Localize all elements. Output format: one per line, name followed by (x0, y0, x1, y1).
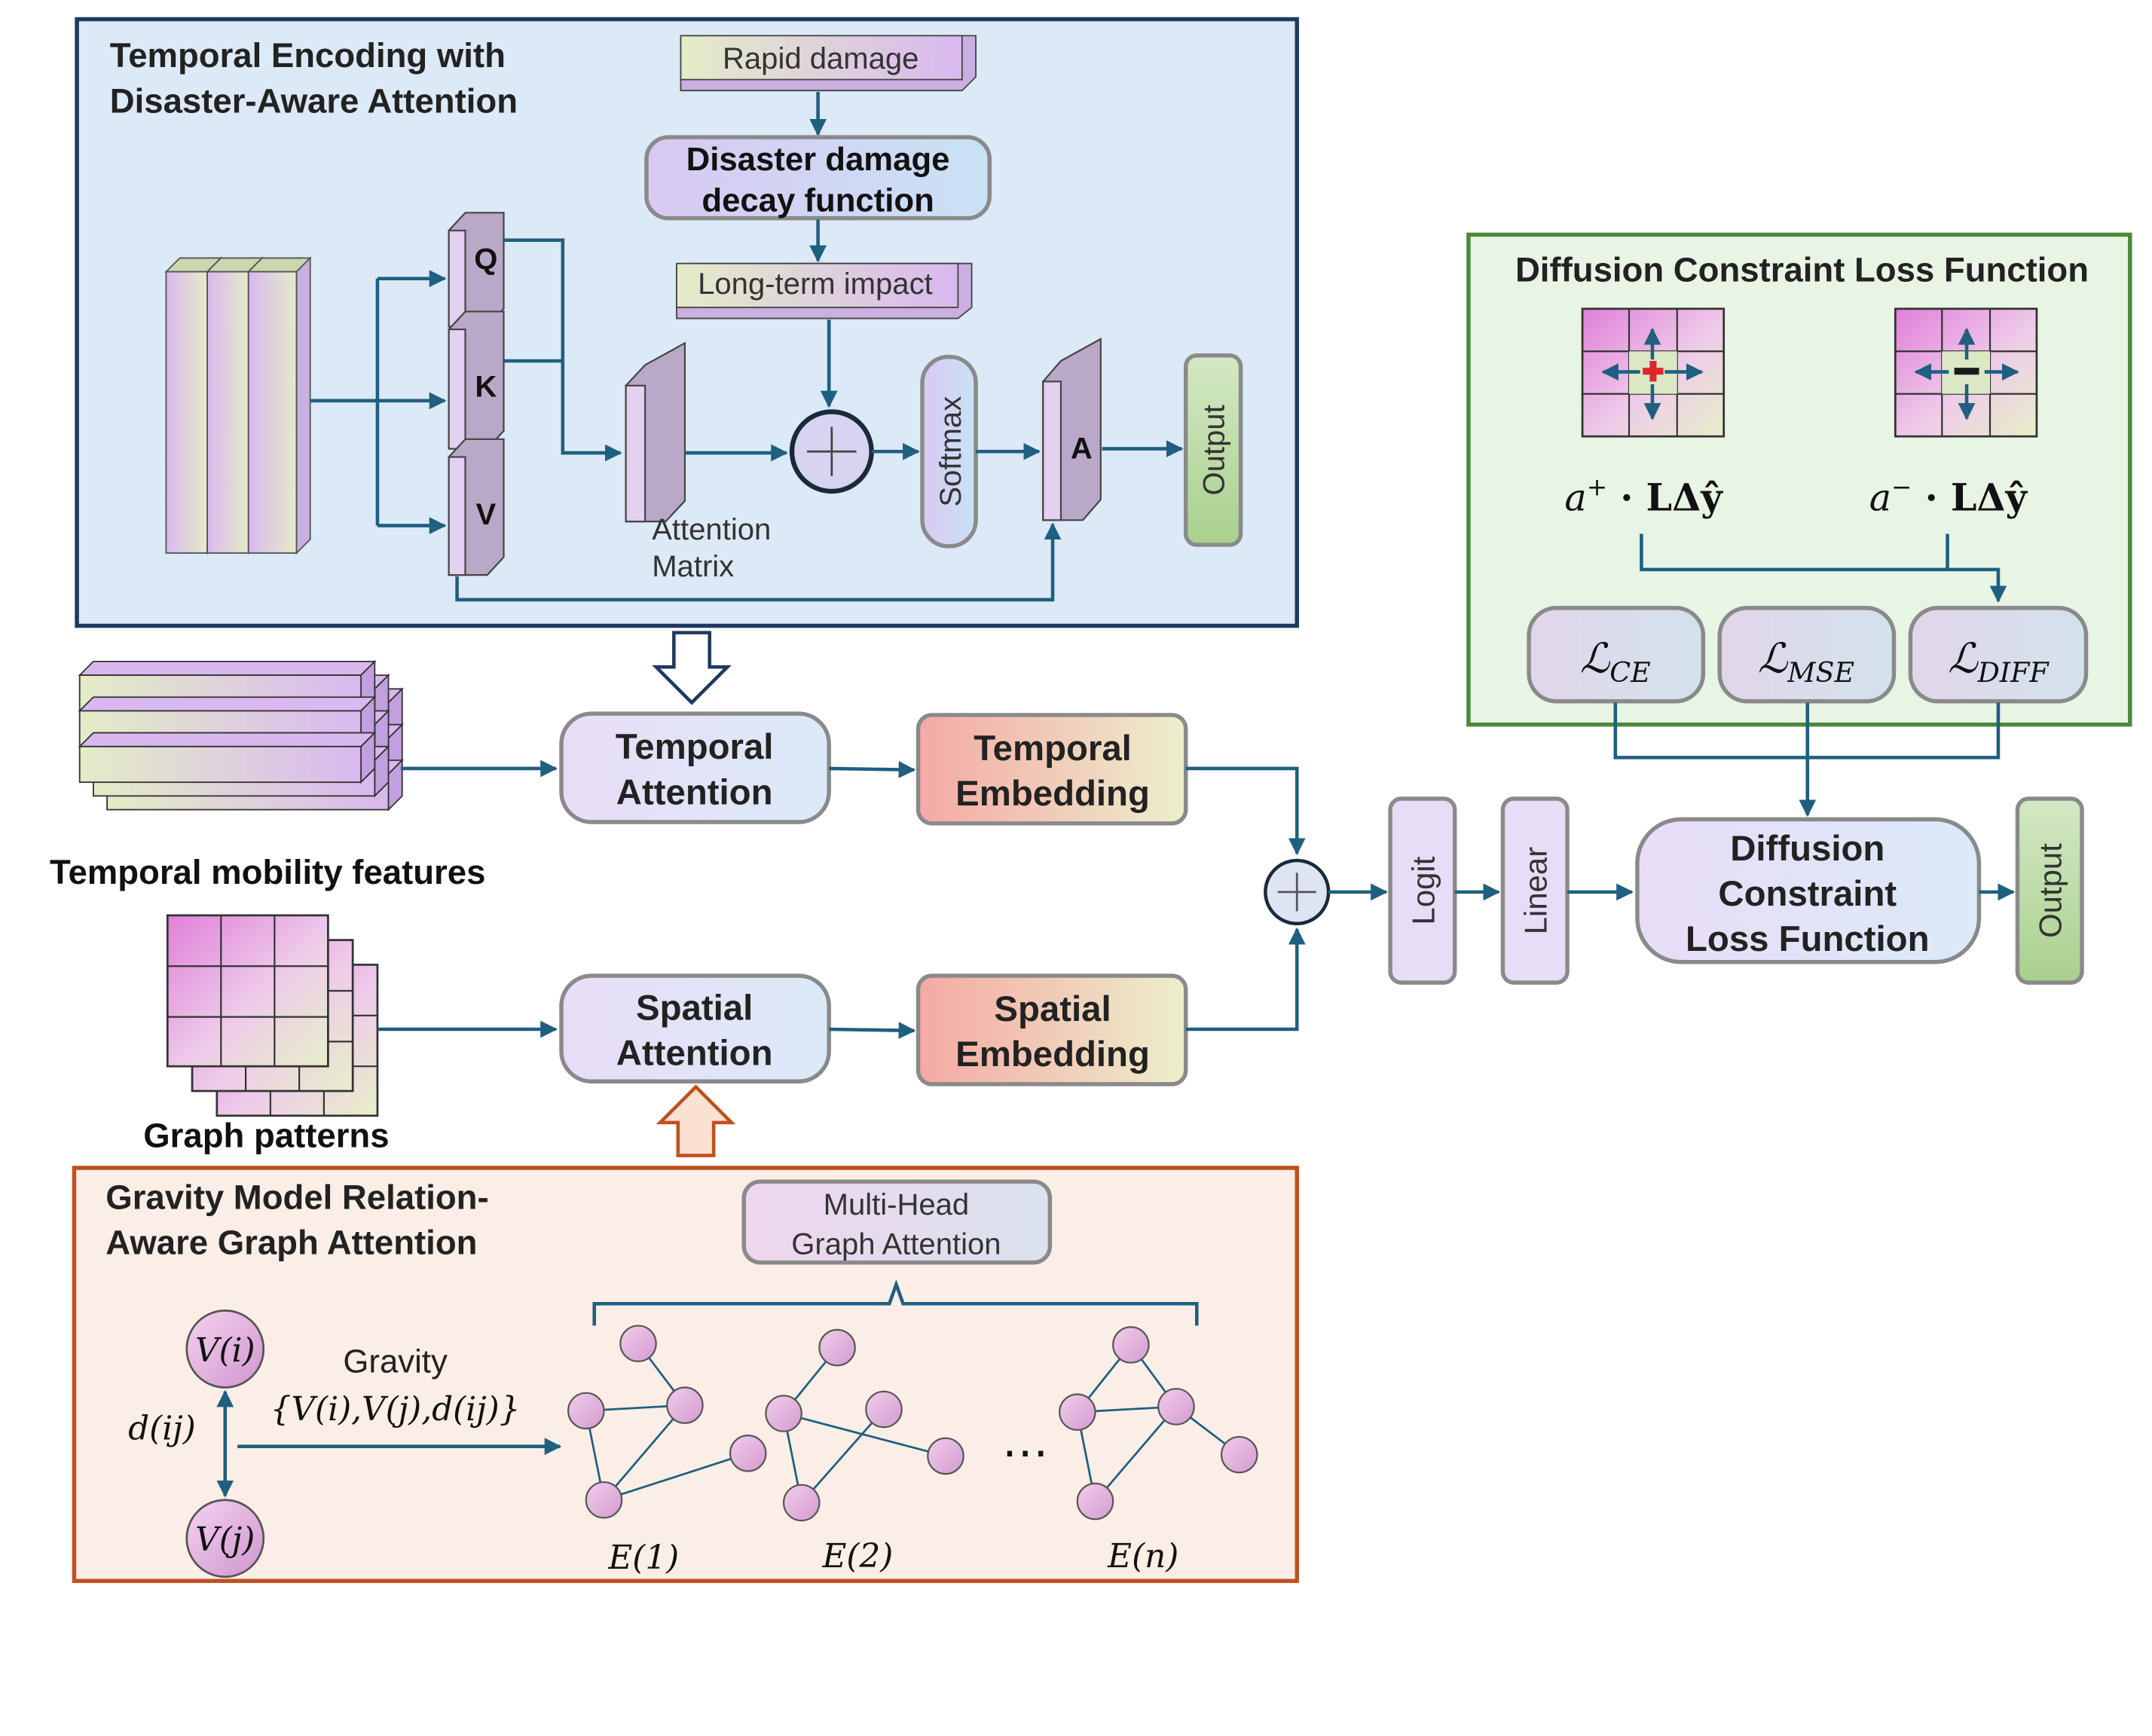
graph-patterns-icon (166, 914, 379, 1117)
graph-e2-icon (765, 1328, 964, 1522)
add-operator-icon (789, 409, 874, 494)
temporal-embedding-label-1: Temporal (974, 729, 1132, 769)
multi-head-label-2: Graph Attention (791, 1228, 1001, 1261)
node-vi-label: V(i) (195, 1331, 255, 1370)
node-vj-icon (185, 1499, 265, 1579)
loss-diff-box: ℒDIFF (1908, 606, 2089, 704)
spatial-attention-label-1: Spatial (636, 988, 753, 1028)
temporal-attention-to-embedding-arrow (829, 761, 916, 778)
loss-mse-box: ℒMSE (1717, 606, 1897, 704)
spatial-attention-to-embedding-arrow (829, 1022, 916, 1039)
attention-matrix-slab: Attention Matrix (625, 341, 771, 583)
temporal-embedding-label-2: Embedding (955, 774, 1150, 814)
final-output-label: Output (2033, 843, 2068, 938)
temporal-attention-label-1: Temporal (616, 727, 774, 767)
temporal-features-icon (78, 659, 404, 811)
temporal-encoding-panel: Temporal Encoding with Disaster-Aware At… (75, 17, 1299, 628)
qk-to-matrix-arrows (503, 238, 622, 462)
multi-head-label-1: Multi-Head (824, 1188, 970, 1221)
input-to-qkv-arrows (310, 270, 447, 534)
temporal-flow-down-arrow (652, 631, 732, 705)
final-output-box (2015, 796, 2084, 985)
distance-label: d(ij) (128, 1410, 196, 1448)
temporal-panel-title-1: Temporal Encoding with (110, 36, 506, 75)
temporal-output-box (1183, 353, 1243, 547)
graph-e1-icon (567, 1325, 767, 1519)
attention-matrix-label-1: Attention (652, 513, 771, 546)
softmax-label: Softmax (934, 396, 967, 507)
loss-ce-box: ℒCE (1527, 606, 1706, 704)
temporal-output-label: Output (1198, 405, 1231, 495)
a-slab: A (1042, 338, 1102, 521)
spatial-attention-box (559, 973, 831, 1083)
spatial-embedding-to-sum-arrow (1185, 927, 1306, 1032)
linear-label: Linear (1518, 847, 1554, 934)
temporal-attention-box (559, 711, 831, 824)
gravity-panel-title-1: Gravity Model Relation- (105, 1178, 488, 1217)
negative-diffusion-grid-icon (1894, 307, 2038, 438)
positive-formula: a+ · LΔŷ (1564, 473, 1723, 520)
temporal-features-label: Temporal mobility features (50, 853, 485, 891)
logit-label: Logit (1405, 856, 1441, 925)
multi-head-graph-attention-box (741, 1179, 1053, 1265)
graph-e1-label: E(1) (607, 1539, 679, 1577)
formula-to-diff-loss-arrows (1640, 533, 2007, 604)
v-label: V (475, 498, 496, 531)
dcl-label-3: Loss Function (1686, 919, 1930, 959)
graph-heads-brace (592, 1279, 1199, 1326)
input-tensor-icon (164, 256, 312, 555)
attention-matrix-label-2: Matrix (652, 550, 734, 583)
spatial-embedding-label-2: Embedding (955, 1035, 1150, 1074)
dcl-label-2: Constraint (1718, 874, 1897, 914)
graph-e2-label: E(2) (822, 1537, 894, 1576)
diffusion-loss-panel: Diffusion Constraint Loss Function (1466, 232, 2132, 818)
k-label: K (475, 370, 497, 403)
negative-formula: a− · LΔŷ (1869, 473, 2028, 520)
temporal-attention-label-2: Attention (616, 772, 773, 812)
long-term-impact-label: Long-term impact (698, 267, 933, 301)
v-slab: V (448, 438, 505, 576)
svg-text:ℒDIFF: ℒDIFF (1948, 634, 2050, 689)
decay-function-box (644, 135, 992, 221)
graph-patterns-label: Graph patterns (143, 1117, 389, 1155)
q-slab: Q (448, 212, 505, 328)
fusion-add-operator-icon (1264, 858, 1331, 926)
graph-en-label: E(n) (1107, 1537, 1178, 1576)
dcl-label-1: Diffusion (1730, 829, 1885, 869)
diffusion-panel-title: Diffusion Constraint Loss Function (1515, 250, 2089, 289)
long-term-impact-box: Long-term impact (676, 262, 973, 319)
gravity-graph-attention-panel: Gravity Model Relation- Aware Graph Atte… (72, 1166, 1299, 1583)
temporal-panel-title-2: Disaster-Aware Attention (110, 81, 518, 120)
gravity-label: Gravity (343, 1343, 448, 1380)
svg-text:ℒCE: ℒCE (1580, 634, 1651, 689)
spatial-attention-label-2: Attention (616, 1033, 773, 1073)
losses-to-dcl-arrows (1613, 702, 2001, 818)
decay-function-label-2: decay function (702, 182, 934, 219)
graph-ellipsis: ⋯ (1002, 1427, 1049, 1479)
q-label: Q (474, 243, 497, 276)
spatial-embedding-label-1: Spatial (994, 989, 1111, 1029)
node-vj-label: V(j) (195, 1521, 255, 1559)
a-label: A (1071, 432, 1093, 465)
rapid-damage-box: Rapid damage (680, 35, 977, 92)
v-to-a-arrow (455, 522, 1062, 602)
svg-text:ℒMSE: ℒMSE (1758, 634, 1854, 689)
k-slab: K (448, 310, 505, 450)
decay-function-label-1: Disaster damage (686, 141, 950, 178)
graph-en-icon (1059, 1326, 1258, 1521)
gravity-formula: {V(i),V(j),d(ij)} (271, 1390, 521, 1429)
gravity-panel-title-2: Aware Graph Attention (105, 1224, 477, 1262)
spatial-flow-up-arrow (656, 1084, 736, 1157)
rapid-damage-label: Rapid damage (723, 42, 919, 75)
node-vi-icon (185, 1310, 265, 1389)
temporal-embedding-to-sum-arrow (1185, 766, 1306, 856)
positive-diffusion-grid-icon (1581, 307, 1726, 438)
